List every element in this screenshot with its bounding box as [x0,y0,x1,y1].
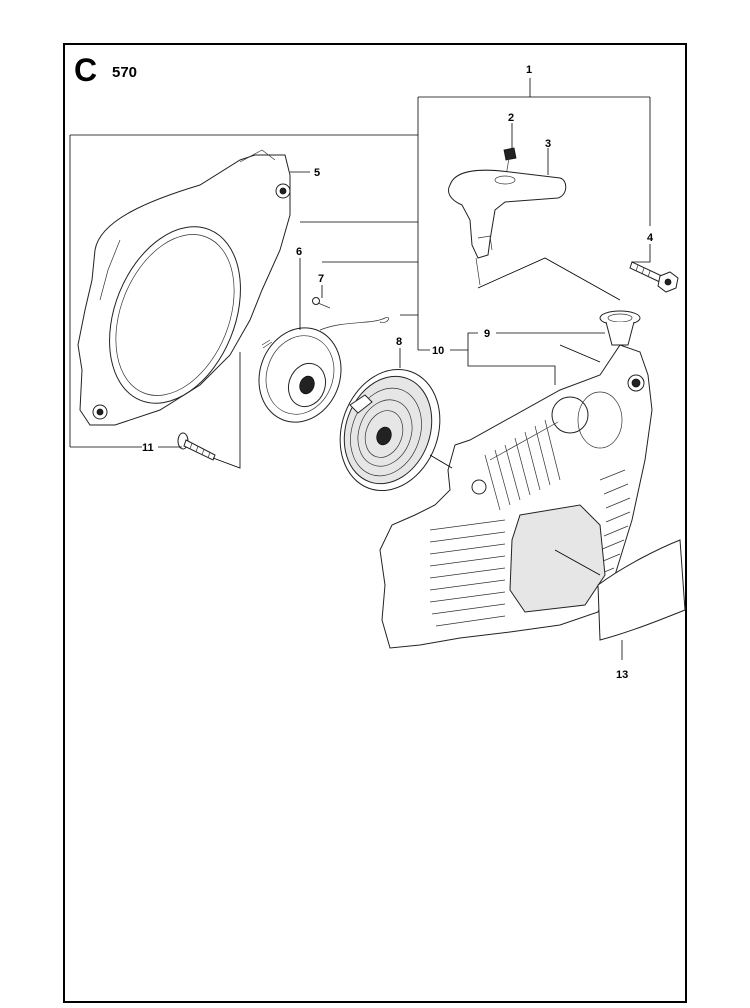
part-6-rope-pulley [258,317,389,423]
part-13-decal [597,539,686,641]
callout-5: 5 [314,167,320,179]
callout-4: 4 [647,232,654,244]
callout-13: 13 [616,669,628,681]
callout-2: 2 [508,112,514,124]
section-letter: C [74,52,98,88]
callout-11: 11 [142,442,154,454]
part-3-starter-handle [448,169,567,286]
callout-1: 1 [526,64,532,76]
part-8-spring-cassette [339,368,441,492]
leader-lines [69,78,651,660]
callout-3: 3 [545,138,551,150]
diagram-frame [63,43,687,1003]
part-11-screw [177,432,216,461]
callout-8: 8 [396,336,402,348]
callout-7: 7 [318,273,324,285]
model-number: 570 [112,64,138,81]
callout-9: 9 [484,328,490,340]
callout-6: 6 [296,246,302,258]
part-5-inner-cover [77,149,291,426]
callout-10: 10 [432,345,444,357]
part-4-bolt [629,261,679,293]
callout-labels: 1 2 3 4 5 6 7 8 9 10 11 13 [142,64,654,681]
part-7-screw [312,297,331,309]
part-10-starter-housing [379,344,653,649]
part-9-rope-guide [599,310,641,346]
